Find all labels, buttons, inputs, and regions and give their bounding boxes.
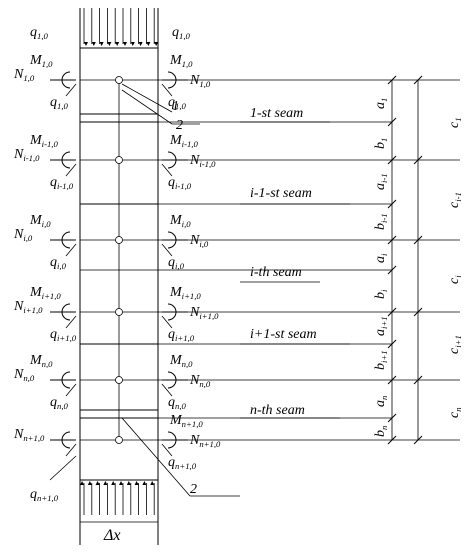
shear-arrow-left <box>65 243 77 257</box>
shear-arrow-left <box>65 83 77 97</box>
node-i-plus-1 <box>115 308 123 316</box>
moment-right-label: M1,0 <box>169 53 193 69</box>
top-load-arrows <box>83 8 159 46</box>
shear-left-bottom-label: qn+1,0 <box>30 487 59 503</box>
callout-1: 1 <box>172 99 179 114</box>
shear-arrow-right <box>161 243 173 257</box>
normal-force-right-label: Nn,0 <box>189 373 211 389</box>
shear-arrow-left <box>65 383 77 397</box>
dimension-b-label: bi+1 <box>373 350 389 370</box>
moment-right-label: Mi-1,0 <box>169 133 198 149</box>
shear-left-label: qi,0 <box>50 255 67 271</box>
shear-right-top-label: q1,0 <box>172 25 191 41</box>
moment-right-label: Mi,0 <box>169 213 191 229</box>
shear-right-label: qi-1,0 <box>168 175 192 191</box>
dimension-a-label: ai+1 <box>373 316 389 336</box>
seam-label: i+1-st seam <box>250 327 317 342</box>
normal-force-left-label: Nn+1,0 <box>13 427 45 443</box>
shear-arrow-right <box>161 443 173 457</box>
seam-labels: 1-st seam i-1-st seam i-th seam i+1-st s… <box>250 106 317 418</box>
column-body <box>79 47 159 481</box>
moment-right-label: Mn+1,0 <box>169 413 203 429</box>
axis-nodes <box>115 76 123 444</box>
normal-force-left-label: Nn,0 <box>13 367 35 383</box>
normal-force-right-label: Nn+1,0 <box>189 433 221 449</box>
normal-force-right-label: Ni+1,0 <box>189 305 219 321</box>
dimension-b-label: bn <box>373 426 389 437</box>
dimension-c-label: c1 <box>447 117 463 128</box>
seam-label: n-th seam <box>250 403 305 418</box>
shear-right-label: qn+1,0 <box>168 455 197 471</box>
shear-left-label: qi+1,0 <box>50 327 77 343</box>
callout-2-bottom: 2 <box>190 482 197 497</box>
node-n <box>115 376 123 384</box>
normal-force-left-label: Ni+1,0 <box>13 299 43 315</box>
c-dimension-labels: c1 ci-1 ci ci+1 cn <box>447 117 463 418</box>
moment-left-label: M1,0 <box>29 53 53 69</box>
dimension-c-label: ci <box>447 275 463 284</box>
shear-right-label: qi+1,0 <box>168 327 195 343</box>
dimension-c-label: ci-1 <box>447 192 463 208</box>
seam-label: i-th seam <box>250 265 302 280</box>
moment-right-label: Mi+1,0 <box>169 285 201 301</box>
shear-arrow-left <box>65 315 77 329</box>
normal-force-left-label: N1,0 <box>13 67 35 83</box>
dimension-b-label: b1 <box>373 138 389 149</box>
normal-force-left-label: Ni,0 <box>13 227 33 243</box>
shear-arrow-right <box>161 163 173 177</box>
callouts: 1 2 2 <box>121 83 240 497</box>
moment-right-label: Mn,0 <box>169 353 193 369</box>
seam-label: 1-st seam <box>250 106 303 121</box>
normal-force-right-label: Ni,0 <box>189 233 209 249</box>
node-i-1 <box>115 156 123 164</box>
node-i <box>115 236 123 244</box>
shear-arrow-right <box>161 383 173 397</box>
shear-left-top-label: q1,0 <box>30 25 49 41</box>
normal-force-right-label: N1,0 <box>189 73 211 89</box>
shear-arrow-right <box>161 83 173 97</box>
shear-right-label: qi,0 <box>168 255 185 271</box>
moment-left-label: Mi,0 <box>29 213 51 229</box>
shear-arrow-left-bottom <box>49 455 77 481</box>
dimension-ticks <box>387 75 423 445</box>
width-dimension: Δx <box>80 521 158 544</box>
shear-left-label: qi-1,0 <box>50 175 74 191</box>
shear-arrow-left <box>65 163 77 177</box>
dimension-a-label: ai-1 <box>373 173 389 190</box>
shear-right-label: qn,0 <box>168 395 187 411</box>
normal-force-left-label: Ni-1,0 <box>13 147 40 163</box>
dimension-b-label: bi <box>373 289 389 299</box>
moment-left-label: Mi-1,0 <box>29 133 58 149</box>
normal-force-right-label: Ni-1,0 <box>189 153 216 169</box>
moment-left-label: Mn,0 <box>29 353 53 369</box>
dimension-a-label: an <box>373 396 389 407</box>
shear-arrow-right <box>161 315 173 329</box>
shear-right-label: q1,0 <box>168 95 187 111</box>
bottom-load-arrows <box>80 481 155 515</box>
shear-left-label: q1,0 <box>50 95 69 111</box>
width-label: Δx <box>103 527 121 544</box>
dimension-a-label: a1 <box>373 98 389 109</box>
moment-left-label: Mi+1,0 <box>29 285 61 301</box>
dimension-a-label: ai <box>373 253 389 263</box>
dimension-c-label: ci+1 <box>447 335 463 354</box>
node-n-plus-1 <box>115 436 123 444</box>
node-1 <box>115 76 123 84</box>
dimension-b-label: bi-1 <box>373 213 389 230</box>
force-labels: M1,0N1,0q1,0M1,0N1,0q1,0Mi-1,0Ni-1,0qi-1… <box>13 25 221 503</box>
shear-arrow-left <box>65 443 77 457</box>
ab-dimension-labels: a1 b1 ai-1 bi-1 ai bi ai+1 bi+1 an bn <box>373 98 389 437</box>
callout-2-top: 2 <box>176 118 183 133</box>
shear-left-label: qn,0 <box>50 395 69 411</box>
dimension-c-label: cn <box>447 407 463 418</box>
seam-label: i-1-st seam <box>250 186 312 201</box>
